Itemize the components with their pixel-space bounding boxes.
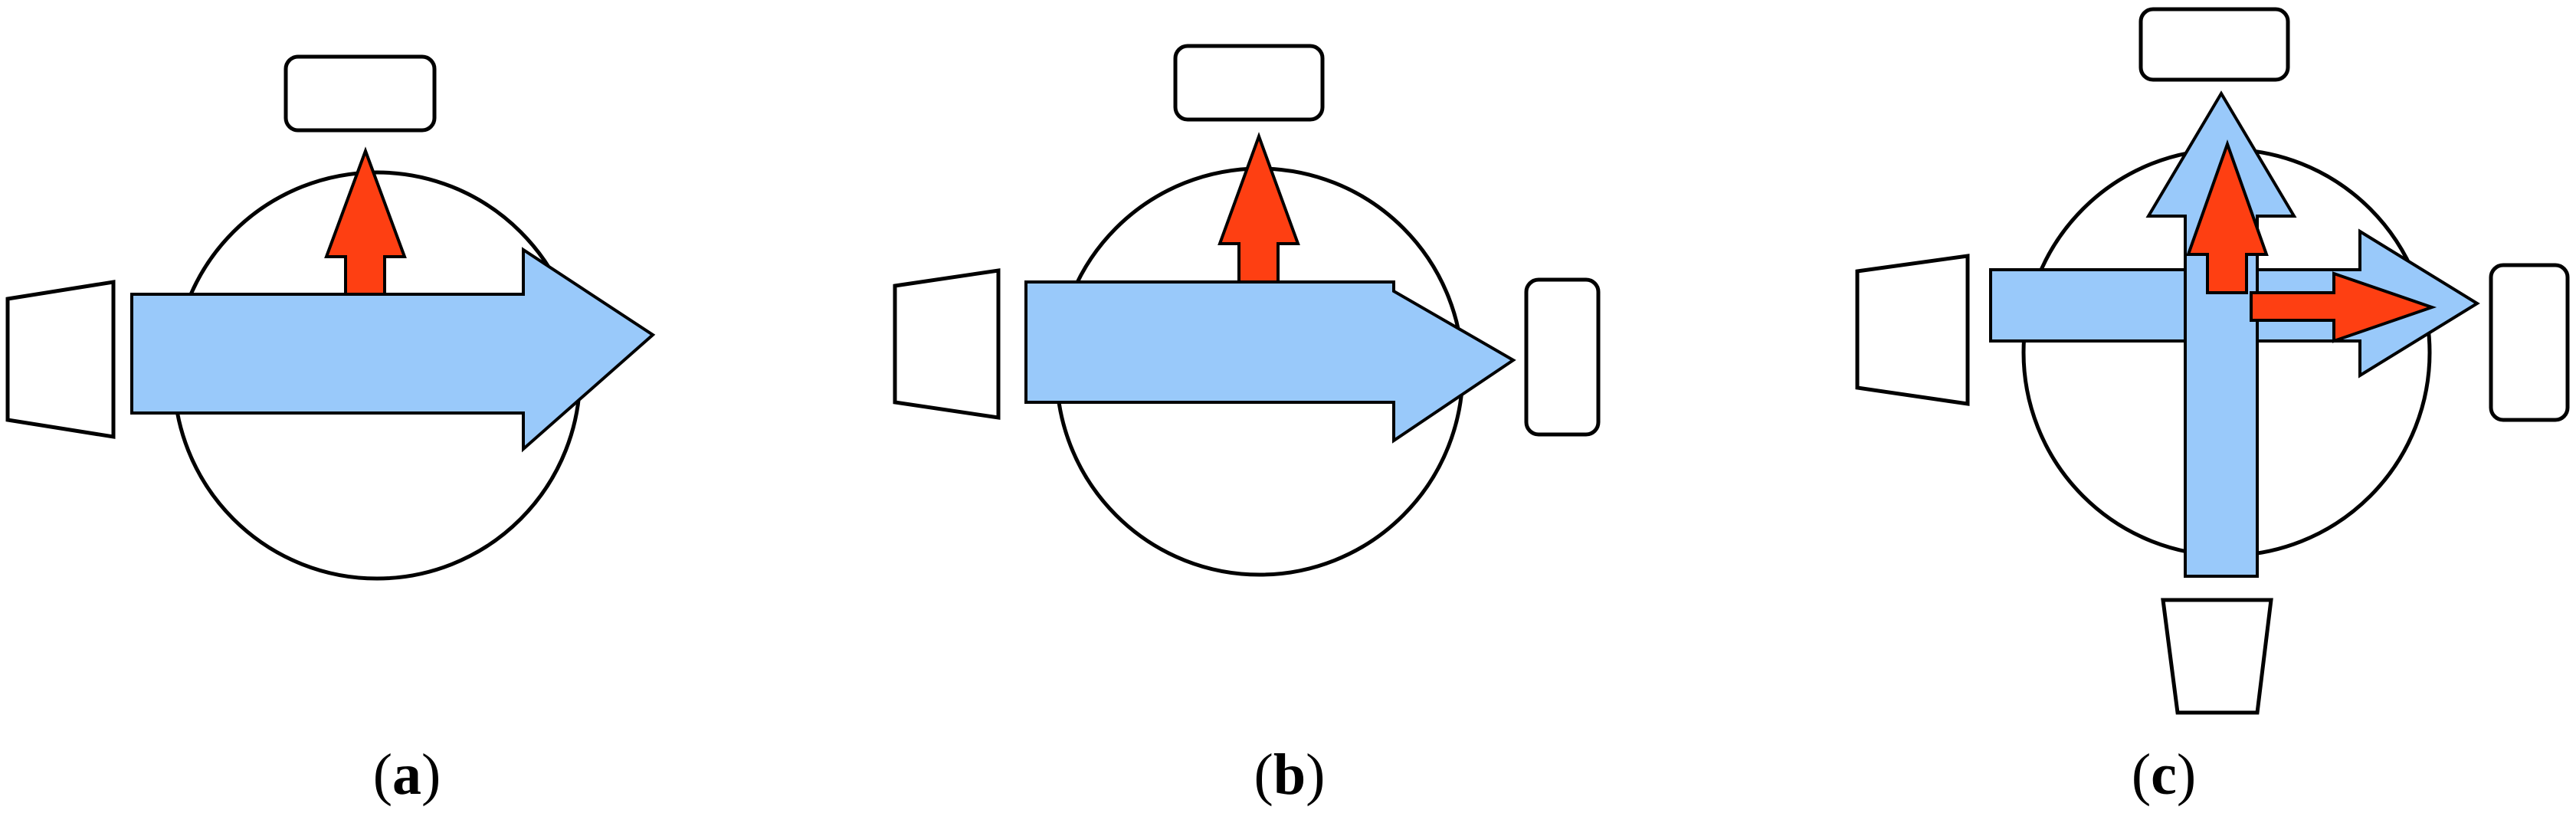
panel-c-red-arrow-vertical bbox=[2186, 139, 2269, 294]
panel-c-red-arrow-horizontal bbox=[2250, 271, 2437, 343]
panel-b-caption: (b) bbox=[1254, 743, 1326, 807]
panel-c-left-source bbox=[1855, 254, 1970, 406]
panel-b-red-arrow bbox=[1218, 132, 1300, 284]
panel-a-blue-arrow bbox=[130, 247, 656, 453]
panel-c-bottom-source bbox=[2161, 598, 2273, 715]
panel-b-right-detector bbox=[1524, 277, 1601, 437]
panel-a-red-arrow bbox=[324, 146, 407, 296]
panel-a: (a) bbox=[5, 54, 656, 807]
panel-c-caption: (c) bbox=[2132, 743, 2196, 807]
panel-c-top-detector bbox=[2138, 7, 2290, 82]
panel-a-caption: (a) bbox=[373, 743, 441, 807]
panel-c-blue-arrow-vertical bbox=[2145, 90, 2297, 578]
panel-c-right-detector bbox=[2489, 263, 2570, 422]
panel-a-left-source bbox=[5, 280, 116, 439]
panel-c: (c) bbox=[1855, 7, 2570, 807]
panel-b: (b) bbox=[893, 44, 1601, 807]
panel-a-top-detector bbox=[283, 54, 437, 133]
panel-b-blue-arrow bbox=[1024, 280, 1516, 444]
panel-b-top-detector bbox=[1173, 44, 1325, 122]
panel-b-left-source bbox=[893, 268, 1001, 420]
